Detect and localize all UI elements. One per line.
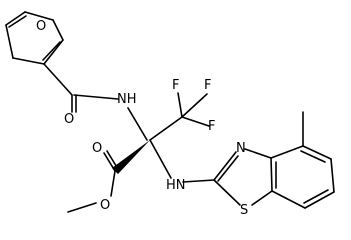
benzene-ring xyxy=(270,145,335,209)
amide-nh-label: NH xyxy=(117,92,137,107)
amine-nh-label: HN xyxy=(166,178,186,193)
cf-bond-1 xyxy=(177,92,183,118)
amide-carbonyl xyxy=(71,94,77,113)
fluorine-label-3: F xyxy=(208,119,215,134)
ester-oc-bond xyxy=(110,170,116,197)
n-quaternary-bond xyxy=(127,107,148,141)
amide-cn-bond xyxy=(73,94,119,100)
c-nh-bond xyxy=(149,139,172,179)
c-cf3-bond xyxy=(149,116,183,141)
nh-ring-bond xyxy=(182,179,215,183)
ester-co-bond-a xyxy=(103,152,116,172)
ester-oxygen-label: O xyxy=(100,198,110,213)
furan-ring xyxy=(5,11,64,65)
amide-oxygen-label: O xyxy=(64,112,74,127)
wedge-bond xyxy=(112,140,150,174)
ester-co-bond-b xyxy=(106,150,119,170)
furan-oxygen-label: O xyxy=(36,19,46,34)
furan-carbonyl-bond xyxy=(43,63,73,96)
cf-bond-2 xyxy=(181,93,208,118)
fluorine-label-2: F xyxy=(204,78,211,93)
methoxy-bond xyxy=(67,202,97,213)
ester-carbonyl-oxygen-label: O xyxy=(92,141,102,156)
fluorine-label-1: F xyxy=(172,78,179,93)
cf-bond-3 xyxy=(181,116,210,127)
thiazole-nitrogen-label: N xyxy=(236,141,246,156)
thiazole-sulfur-label: S xyxy=(240,203,248,218)
thiazole-ring xyxy=(213,148,273,206)
